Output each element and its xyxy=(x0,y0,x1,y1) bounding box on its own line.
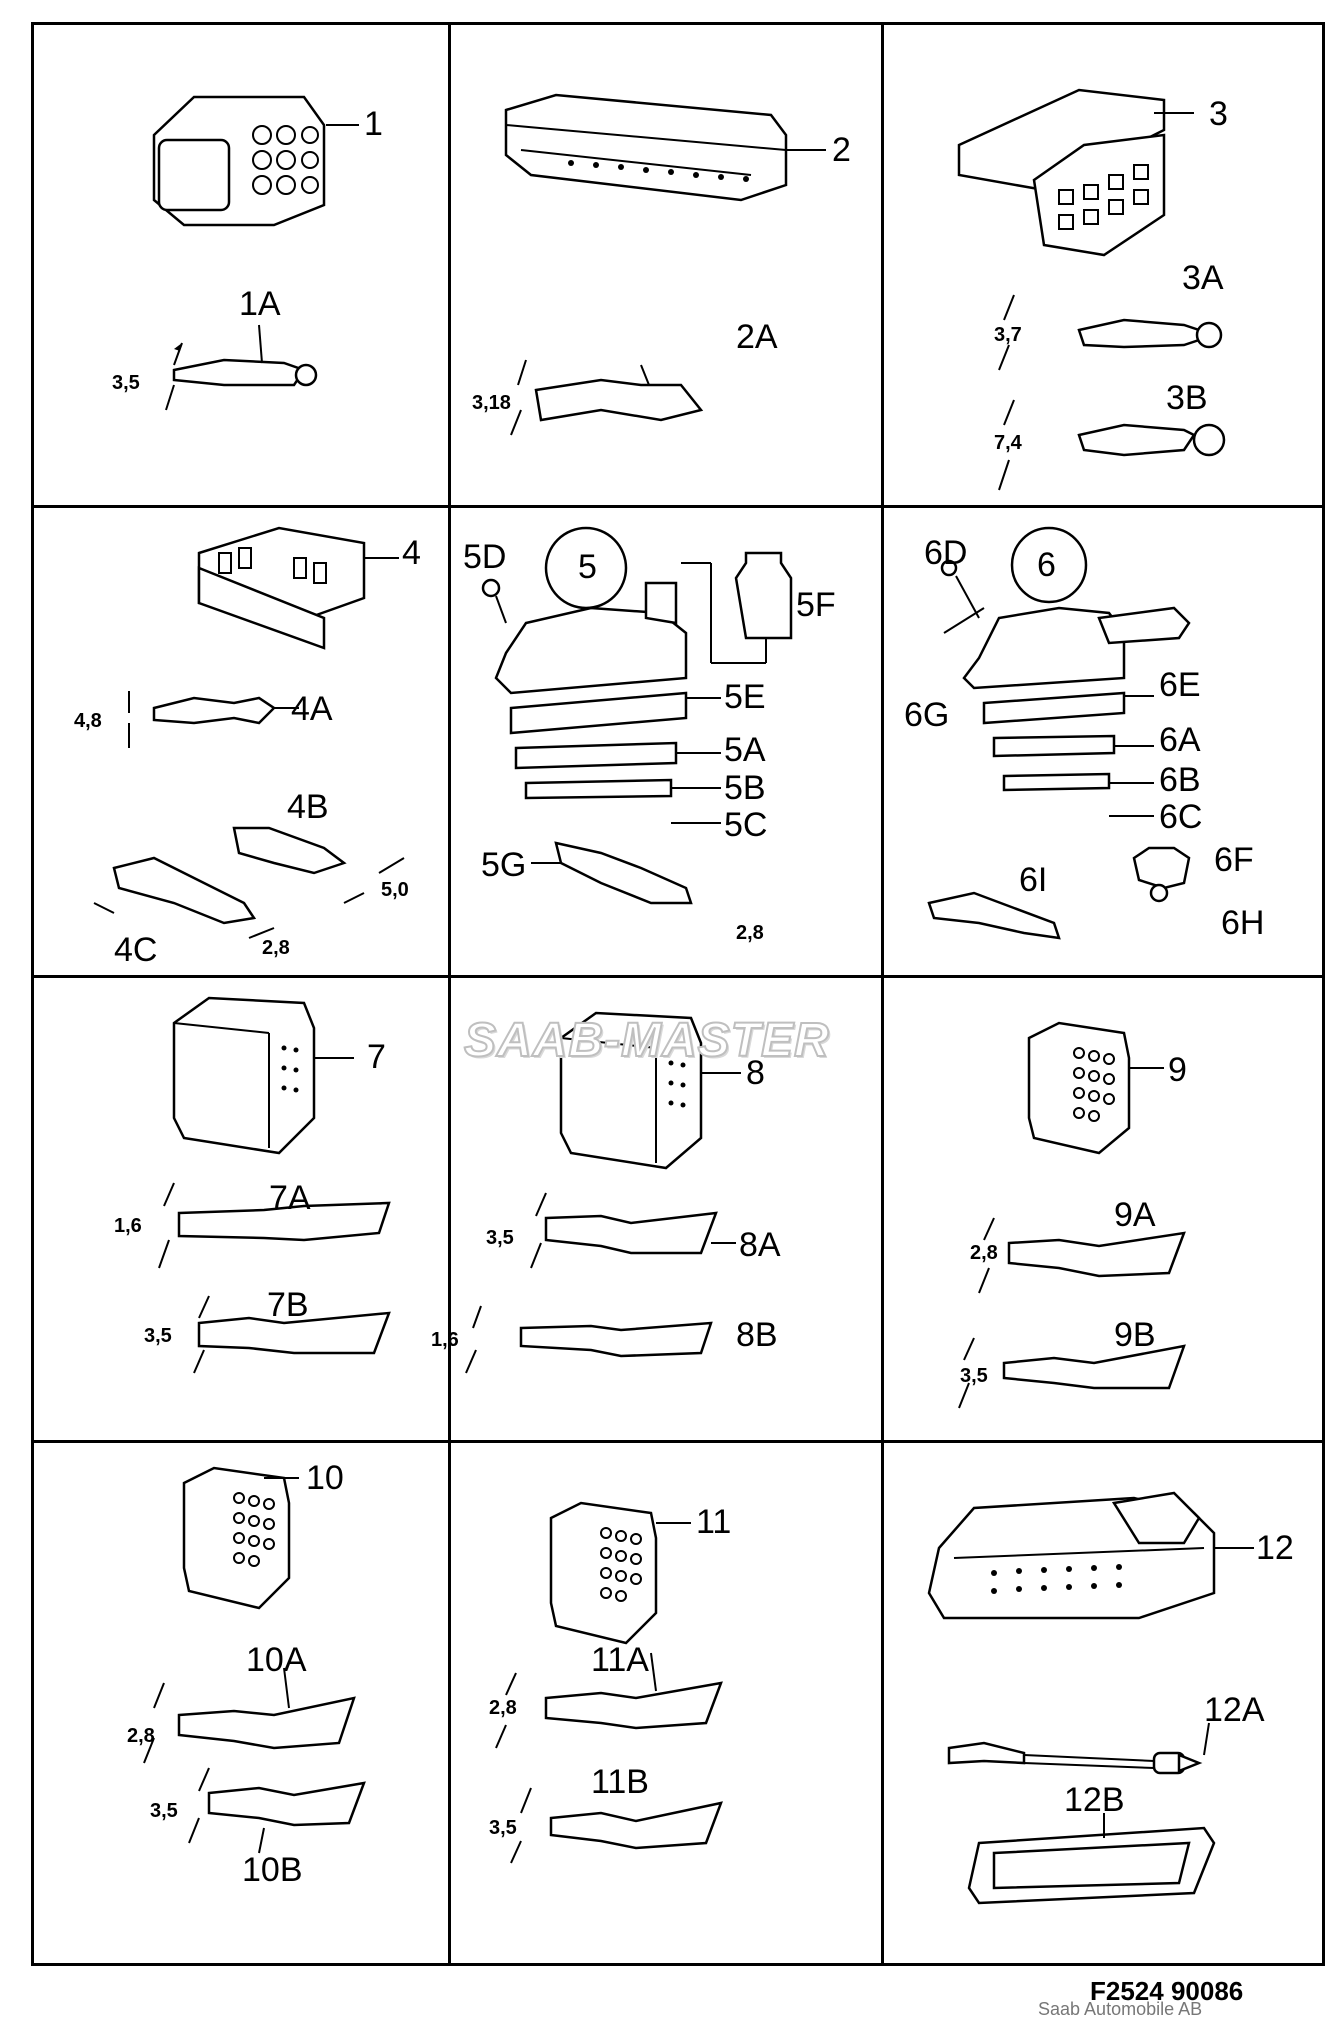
cell-connector-6: 6 6D 6G 6E 6A 6B 6C 6F 6I 6H xyxy=(884,508,1328,975)
dimension-label: 2,8 xyxy=(127,1725,155,1747)
part-label-11B: 11B xyxy=(591,1763,649,1801)
part-label-6G: 6G xyxy=(904,696,950,734)
part-label-5D: 5D xyxy=(463,538,507,576)
part-label-10B: 10B xyxy=(242,1851,303,1889)
part-label-5: 5 xyxy=(578,548,597,586)
part-label-6E: 6E xyxy=(1159,666,1201,704)
cell-connector-3: 3 3A 3,7 3B 7,4 xyxy=(884,25,1328,505)
connector-5-drawing xyxy=(481,526,793,905)
cell-connector-9: 9 9A 2,8 9B 3,5 xyxy=(884,978,1328,1440)
part-label-7B: 7B xyxy=(267,1286,309,1324)
figure-code: F2524 90086 xyxy=(1090,1976,1244,2006)
grid-divider xyxy=(448,25,451,1963)
dimension-label: 2,8 xyxy=(970,1242,998,1264)
part-label-11A: 11A xyxy=(591,1641,649,1679)
part-label-5F: 5F xyxy=(796,586,836,624)
dimension-label: 2,8 xyxy=(489,1697,517,1719)
dimension-label: 3,18 xyxy=(472,392,511,414)
part-label-6: 6 xyxy=(1037,546,1056,584)
dimension-label: 4,8 xyxy=(74,710,102,732)
cell-connector-8: 8 8A 3,5 8B 1,6 xyxy=(431,978,881,1440)
cell-connector-11: 11 11A 2,8 11B 3,5 xyxy=(451,1443,881,1969)
dimension-label: 1,6 xyxy=(114,1215,142,1237)
part-label-9A: 9A xyxy=(1114,1196,1156,1234)
part-label-5B: 5B xyxy=(724,769,766,807)
cell-connector-1: 1 1A 3,5 xyxy=(34,25,448,505)
part-label-8: 8 xyxy=(746,1054,765,1092)
part-label-6B: 6B xyxy=(1159,761,1201,799)
cell-connector-7: 7 7A 1,6 7B 3,5 xyxy=(34,978,448,1440)
part-label-6F: 6F xyxy=(1214,841,1254,879)
connector-1-drawing xyxy=(152,95,359,411)
part-label-9B: 9B xyxy=(1114,1316,1156,1354)
part-label-3B: 3B xyxy=(1166,379,1208,417)
dimension-label: 3,5 xyxy=(144,1325,172,1347)
cell-connector-2: 2 2A 3,18 xyxy=(451,25,881,505)
connector-10-drawing xyxy=(143,1466,366,1854)
grid-divider xyxy=(34,1440,1322,1443)
cell-connector-12: 12 12A 12B xyxy=(884,1443,1328,1969)
dimension-label: 7,4 xyxy=(994,432,1022,454)
dimension-label: 2,8 xyxy=(736,922,764,944)
part-label-7A: 7A xyxy=(269,1179,311,1217)
cell-connector-4: 4 4A 4,8 4B 5,0 4C 2,8 xyxy=(34,508,448,975)
part-label-2: 2 xyxy=(832,131,851,169)
connector-8-drawing xyxy=(465,1011,741,1374)
connector-3-drawing xyxy=(957,88,1226,491)
part-label-6H: 6H xyxy=(1221,904,1265,942)
part-label-10: 10 xyxy=(306,1459,344,1497)
grid-divider xyxy=(881,25,884,1963)
part-label-6C: 6C xyxy=(1159,798,1203,836)
part-label-4A: 4A xyxy=(291,690,333,728)
part-label-6A: 6A xyxy=(1159,721,1201,759)
copyright: Saab Automobile AB xyxy=(1038,1999,1203,2019)
connector-9-drawing xyxy=(958,1021,1186,1409)
part-label-3: 3 xyxy=(1209,95,1228,133)
cell-connector-5: 5 5D 5F 5E 5A 5B 5C 5G 2,8 xyxy=(451,508,881,975)
connector-11-drawing xyxy=(495,1501,723,1864)
dimension-label: 5,0 xyxy=(381,879,409,901)
part-label-4: 4 xyxy=(402,534,421,572)
part-label-2A: 2A xyxy=(736,318,778,356)
connector-diagram-grid: 1 1A 3,5 2 2A 3,18 xyxy=(31,22,1325,1966)
connector-4-drawing xyxy=(93,526,405,939)
connector-12-drawing xyxy=(927,1491,1254,1905)
grid-divider xyxy=(34,505,1322,508)
part-label-10A: 10A xyxy=(246,1641,307,1679)
part-label-1A: 1A xyxy=(239,285,281,323)
part-label-5E: 5E xyxy=(724,678,766,716)
dimension-label: 3,5 xyxy=(960,1365,988,1387)
dimension-label: 2,8 xyxy=(262,937,290,959)
part-label-11: 11 xyxy=(696,1503,732,1541)
dimension-label: 3,5 xyxy=(112,372,140,394)
part-label-12A: 12A xyxy=(1204,1691,1265,1729)
part-label-6D: 6D xyxy=(924,534,968,572)
part-label-7: 7 xyxy=(367,1038,386,1076)
part-label-3A: 3A xyxy=(1182,259,1224,297)
dimension-label: 3,5 xyxy=(150,1800,178,1822)
connector-6-drawing xyxy=(927,526,1191,940)
part-label-5A: 5A xyxy=(724,731,766,769)
dimension-label: 1,6 xyxy=(431,1329,459,1351)
watermark: SAAB-MASTER xyxy=(463,1013,830,1068)
part-label-12: 12 xyxy=(1256,1529,1294,1567)
part-label-6I: 6I xyxy=(1019,861,1048,899)
part-label-4B: 4B xyxy=(287,788,329,826)
cell-connector-10: 10 10A 2,8 3,5 10B xyxy=(34,1443,448,1969)
grid-divider xyxy=(34,975,1322,978)
connector-7-drawing xyxy=(158,996,391,1374)
part-label-12B: 12B xyxy=(1064,1781,1125,1819)
dimension-label: 3,5 xyxy=(486,1227,514,1249)
callout-circle-6 xyxy=(1010,526,1088,604)
part-label-1: 1 xyxy=(364,105,383,143)
dimension-label: 3,7 xyxy=(994,324,1022,346)
part-label-8B: 8B xyxy=(736,1316,778,1354)
part-label-4C: 4C xyxy=(114,931,158,969)
part-label-9: 9 xyxy=(1168,1051,1187,1089)
dimension-label: 3,5 xyxy=(489,1817,517,1839)
part-label-5G: 5G xyxy=(481,846,527,884)
connector-2-drawing xyxy=(504,93,826,436)
part-label-8A: 8A xyxy=(739,1226,781,1264)
part-label-5C: 5C xyxy=(724,806,768,844)
